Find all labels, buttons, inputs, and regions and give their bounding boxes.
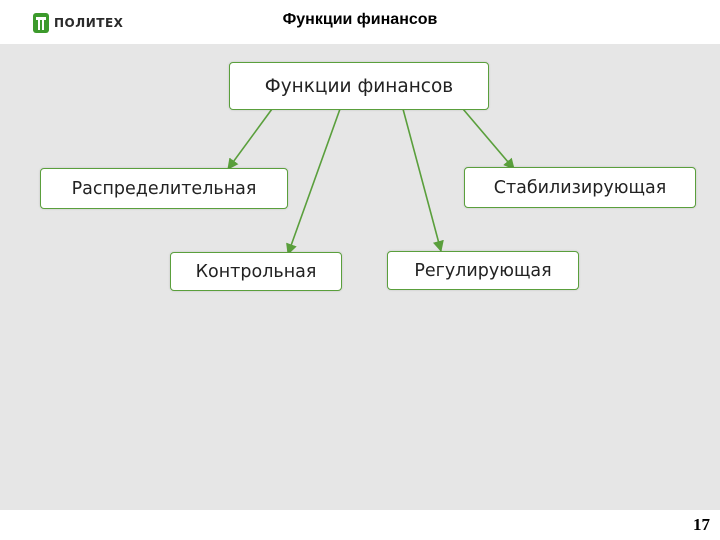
arrow-to-stabilizing — [462, 108, 515, 170]
footer-bar — [0, 510, 720, 540]
node-distributive: Распределительная — [40, 168, 288, 209]
node-control: Контрольная — [170, 252, 342, 291]
page-number: 17 — [693, 515, 710, 534]
root-node: Функции финансов — [229, 62, 489, 110]
header-bar: ПОЛИТЕХ Функции финансов — [0, 0, 720, 44]
node-stabilizing: Стабилизирующая — [464, 167, 696, 208]
politech-logo-icon — [33, 13, 49, 33]
node-regulating: Регулирующая — [387, 251, 579, 290]
logo-text: ПОЛИТЕХ — [54, 16, 124, 30]
diagram-panel — [0, 44, 720, 510]
arrow-to-control — [286, 108, 341, 256]
arrow-to-regulating — [402, 108, 444, 253]
slide-title: Функции финансов — [282, 11, 438, 28]
logo: ПОЛИТЕХ — [33, 12, 123, 34]
arrow-to-distributive — [227, 108, 273, 170]
